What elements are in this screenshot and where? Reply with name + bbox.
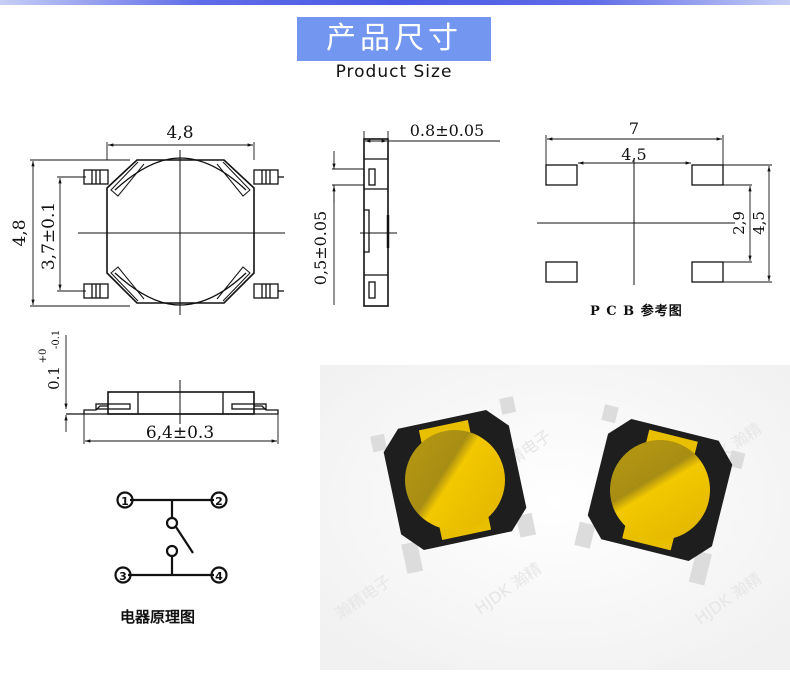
thickness-label: 0.8±0.05	[410, 121, 484, 140]
schematic-caption: 电器原理图	[120, 608, 196, 626]
header-gradient-bar	[0, 0, 790, 5]
pin-1-node	[116, 491, 134, 509]
top-view-height-label: 4,8	[10, 219, 30, 246]
standoff-tol-plus: +0	[38, 349, 49, 364]
length-label: 6,4±0.3	[146, 423, 214, 443]
page-title: 产品尺寸	[297, 17, 491, 61]
pin-1-label: 1	[121, 495, 129, 508]
pcb-outer-height-label: 4,5	[750, 211, 768, 235]
pin-4-label: 4	[215, 570, 223, 583]
pcb-footprint-drawing	[537, 135, 772, 285]
pcb-caption: P C B 参考图	[590, 304, 683, 319]
pin-width-label: 0,5±0.05	[311, 211, 330, 285]
pcb-outer-span-label: 7	[629, 119, 639, 138]
pin-pitch-label: 3,7±0.1	[39, 202, 59, 270]
pcb-inner-height-label: 2,9	[730, 211, 748, 235]
switch-photo-right	[574, 404, 746, 586]
product-photo: 瀚精电子 瀚精电子 HJDK 瀚精 HJDK 瀚精 HJDK 瀚精	[320, 365, 790, 670]
end-side-view-drawing	[332, 131, 500, 307]
pcb-inner-span-label: 4,5	[621, 145, 646, 164]
pin-3-label: 3	[119, 570, 127, 583]
switch-photo-left	[370, 396, 537, 574]
page-subtitle: Product Size	[335, 62, 453, 82]
pin-3-node	[114, 566, 132, 584]
switch-schematic	[114, 491, 228, 584]
standoff-tol-minus: -0.1	[51, 330, 62, 349]
pin-4-node	[210, 566, 228, 584]
top-view-width-label: 4,8	[166, 123, 193, 143]
pin-2-label: 2	[215, 495, 223, 508]
front-side-view-drawing	[64, 335, 279, 444]
pin-2-node	[210, 491, 228, 509]
top-view-drawing	[30, 142, 285, 315]
standoff-label: 0.1	[45, 366, 63, 390]
